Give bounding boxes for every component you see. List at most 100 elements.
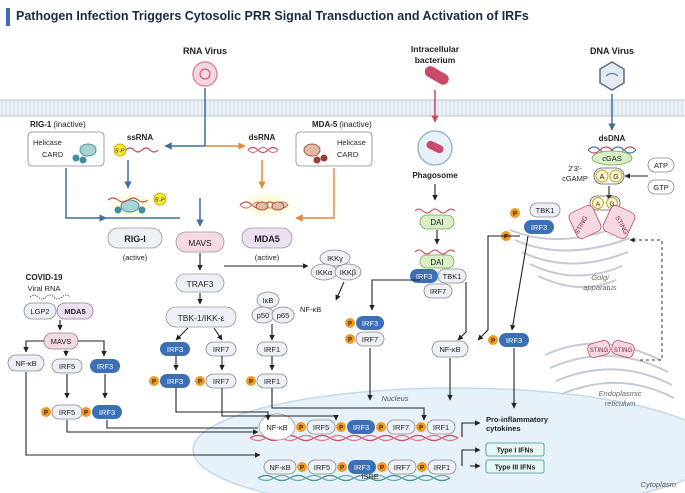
ssrna-label: ssRNA	[127, 133, 153, 142]
dsdna-label: dsDNA	[599, 134, 626, 143]
rig1-active-5p: 5'-P	[155, 198, 165, 204]
phospho-marker	[417, 462, 427, 472]
svg-text:A: A	[596, 201, 601, 208]
covid-p-irf5-label: IRF5	[59, 408, 75, 417]
dai-node-bottom	[419, 254, 455, 269]
phospho-label: P	[379, 426, 383, 432]
rna-virus-icon	[192, 61, 218, 87]
covid-p-irf3-node	[92, 405, 122, 419]
cgas-label: cGAS	[602, 154, 622, 163]
phospho-label: P	[300, 466, 304, 472]
rna-p-irf3-node	[160, 374, 190, 388]
rna-p-irf3-label: IRF3	[167, 377, 183, 386]
mda5-inactive-state: (inactive)	[339, 120, 372, 129]
phagosome-label: Phagosome	[412, 171, 458, 180]
atp-label: ATP	[654, 161, 668, 170]
rig1-active-pill	[107, 227, 163, 249]
svg-text:STING: STING	[590, 348, 609, 354]
dna-virus-label: DNA Virus	[590, 46, 634, 56]
isre-irf3-node	[348, 460, 376, 474]
phospho-marker	[416, 422, 426, 432]
mda5-active-pill	[241, 227, 293, 249]
nuclear-irf5-node	[306, 419, 336, 435]
phagosome	[417, 130, 453, 166]
bact-nfkb-label: NF-κB	[439, 345, 460, 354]
nuclear-irf5-label: IRF5	[313, 423, 329, 432]
atp-node	[647, 157, 675, 173]
nuclear-irf3-label: IRF3	[353, 423, 369, 432]
rig1-active-name: RIG-I	[124, 234, 146, 244]
rna-to-ssrna-arrow	[164, 88, 206, 150]
phospho-marker	[149, 376, 159, 386]
nuclear-irf1-node	[426, 419, 456, 435]
phospho-label: P	[198, 380, 202, 386]
sting-tbk1-node	[529, 202, 561, 218]
cgas-node	[591, 150, 633, 166]
covid-nfkb-node	[7, 354, 45, 372]
cell-membrane	[0, 99, 685, 117]
nuclear-irf3-node	[347, 420, 375, 434]
covid-title: COVID-19	[26, 273, 63, 282]
rna-p-irf1-label: IRF1	[264, 377, 280, 386]
golgi-label-line2: apparatus	[583, 283, 617, 292]
isre-irf1-node	[427, 459, 457, 475]
svg-text:5'-P: 5'-P	[115, 149, 125, 155]
phospho-marker	[246, 376, 256, 386]
type3-ifn-box	[485, 459, 545, 474]
rna-irf3-label: IRF3	[167, 345, 183, 354]
er-label-line2: reticulum	[605, 399, 635, 408]
svg-text:P: P	[348, 322, 352, 328]
nfkb-complex	[251, 291, 295, 324]
isre-irf5-label: IRF5	[314, 463, 330, 472]
isre-irf3-label: IRF3	[354, 463, 370, 472]
dai-irf7-node	[423, 283, 453, 299]
svg-text:P: P	[504, 235, 508, 241]
mda5-inactive-name: MDA-5	[312, 120, 338, 129]
dna-lower	[257, 474, 451, 482]
nuclear-irf7-node	[386, 419, 416, 435]
covid-irf3-label: IRF3	[97, 362, 113, 371]
isre-irf7-node	[387, 459, 417, 475]
ikk-complex	[310, 249, 362, 281]
traf3-label: TRAF3	[187, 279, 214, 289]
dsdna-helix	[587, 146, 637, 154]
rna-irf7-label: IRF7	[213, 345, 229, 354]
svg-text:P: P	[513, 212, 517, 218]
phospho-label: P	[340, 466, 344, 472]
mda5-inactive-protein	[303, 143, 328, 164]
p50-label: p50	[257, 311, 270, 320]
phospho-marker	[336, 422, 346, 432]
cgamp-label-line1: 2'3'-	[568, 164, 582, 173]
phospho-marker	[376, 422, 386, 432]
ikk-alpha-label: IKKα	[316, 268, 333, 277]
type1-ifn-label: Type I IFNs	[497, 448, 534, 455]
dsrna-label: dsRNA	[249, 133, 276, 142]
rig1-active-state: (active)	[123, 253, 148, 262]
rna-irf3-node	[160, 342, 190, 356]
svg-text:P: P	[84, 411, 88, 417]
tbk1-ikke-label: TBK-1/IKK-ε	[178, 313, 225, 323]
covid-mda5-node	[56, 302, 94, 320]
mda5-active-protein	[239, 201, 289, 211]
bact-irf7-node	[355, 331, 385, 347]
isre-nfkb-label: NF-κB	[269, 463, 290, 472]
bacterium-label-line1: Intracellular	[411, 44, 460, 54]
phospho-label: P	[249, 380, 253, 386]
ikk-gamma-label: IKKγ	[327, 254, 343, 263]
sting-translocation-arrow	[629, 237, 663, 361]
sting-irf3-node	[524, 220, 554, 234]
phospho-label: P	[152, 380, 156, 386]
rna-irf1-label: IRF1	[264, 345, 280, 354]
isre-irf7-label: IRF7	[394, 463, 410, 472]
type3-ifn-label: Type III IFNs	[495, 465, 536, 472]
rna-p-irf7-label: IRF7	[213, 377, 229, 386]
mavs-node	[175, 231, 225, 253]
nuclear-irf7-label: IRF7	[393, 423, 409, 432]
isre-nfkb-node	[263, 459, 297, 475]
dai-label-top: DAI	[430, 218, 443, 227]
mda5-card-label: CARD	[337, 150, 359, 159]
bacterium-icon	[424, 66, 449, 85]
mda5-active-name: MDA5	[254, 234, 280, 244]
phospho-marker	[377, 462, 387, 472]
isre-label: ISRE	[361, 472, 379, 481]
